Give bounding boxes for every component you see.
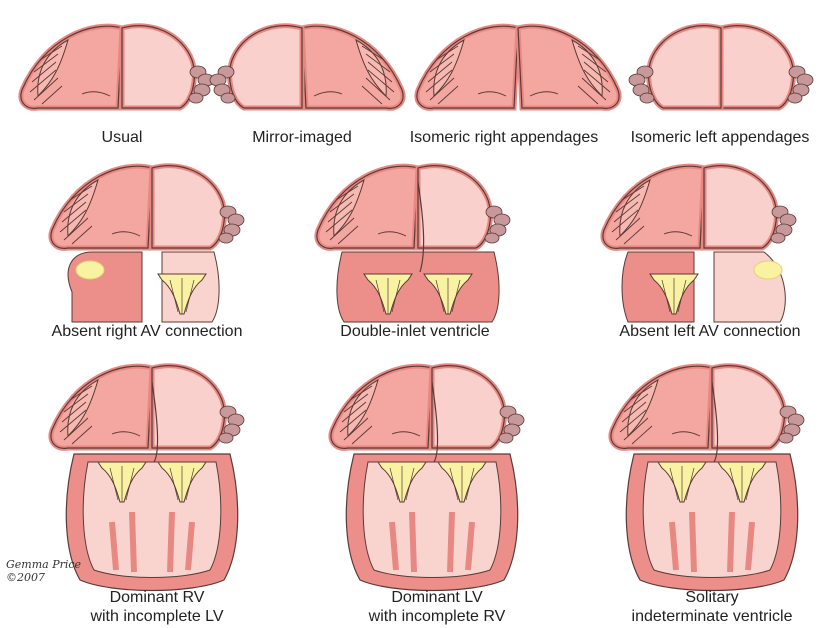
heart-isomeric-right [417,26,619,108]
caption-dominant-lv: Dominant LV with incomplete RV [332,588,542,626]
heart-dominant-lv [331,366,524,591]
caption-dominant-rv-line2: with incomplete LV [52,607,262,626]
caption-usual: Usual [72,128,172,147]
caption-absent-right-av: Absent right AV connection [32,322,262,341]
caption-double-inlet: Double-inlet ventricle [320,322,510,341]
caption-dominant-lv-line1: Dominant LV [332,588,542,607]
heart-double-inlet [317,166,510,322]
artist-name: Gemma Price [6,558,81,571]
heart-absent-right-av [51,166,244,322]
heart-absent-left-av [603,166,796,322]
heart-isomeric-left [629,26,813,108]
caption-solitary: Solitary indeterminate ventricle [607,588,817,626]
caption-dominant-lv-line2: with incomplete RV [332,607,542,626]
caption-isomeric-left: Isomeric left appendages [618,128,822,147]
artist-signature: Gemma Price ©2007 [6,558,81,584]
caption-solitary-line2: indeterminate ventricle [607,607,817,626]
caption-isomeric-right: Isomeric right appendages [397,128,611,147]
heart-solitary-ventricle [611,366,804,591]
caption-solitary-line1: Solitary [607,588,817,607]
caption-dominant-rv-line1: Dominant RV [52,588,262,607]
heart-dominant-rv [51,366,244,591]
heart-mirror-imaged [210,26,403,109]
signature-year: ©2007 [6,571,81,584]
caption-mirror-imaged: Mirror-imaged [232,128,372,147]
caption-absent-left-av: Absent left AV connection [600,322,820,341]
caption-dominant-rv: Dominant RV with incomplete LV [52,588,262,626]
heart-usual [21,26,214,109]
